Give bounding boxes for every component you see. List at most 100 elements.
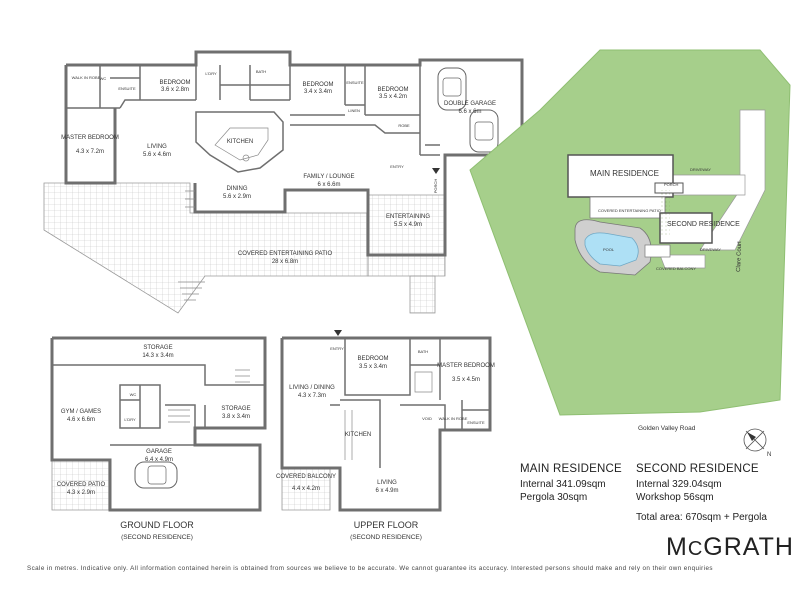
label-bedroom-1: BEDROOM: [159, 80, 190, 86]
brand-logo-rest: GRATH: [703, 533, 794, 561]
site-label-pool: POOL: [603, 247, 615, 252]
label-covered-patio: COVERED PATIO: [57, 482, 106, 488]
label-ensuite-2: ENSUITE: [346, 80, 364, 85]
brand-logo-first: M: [666, 533, 688, 561]
label-bedroom-3-dim: 3.5 x 4.2m: [379, 94, 407, 100]
site-label-second-residence: SECOND RESIDENCE: [667, 221, 740, 228]
site-label-driveway-2: DRIVEWAY: [700, 247, 721, 252]
north-label: N: [767, 452, 771, 458]
label-bedroom-3: BEDROOM: [377, 87, 408, 93]
main-residence-summary: MAIN RESIDENCE Internal 341.09sqm Pergol…: [520, 463, 622, 504]
upper-floor-subtitle: (SECOND RESIDENCE): [350, 534, 422, 541]
entry-arrow-icon: [432, 168, 440, 174]
site-plan: MAIN RESIDENCE DRIVEWAY PORCH COVERED EN…: [469, 49, 791, 458]
ground-floor-subtitle: (SECOND RESIDENCE): [121, 534, 193, 541]
label-uf-ensuite: ENSUITE: [467, 420, 485, 425]
main-residence-plan: WALK IN ROBE WC ENSUITE BEDROOM 3.6 x 2.…: [43, 50, 524, 314]
car-icon: [437, 67, 467, 111]
kitchen-sink: [242, 154, 250, 162]
label-living: LIVING: [147, 144, 167, 150]
label-dining: DINING: [227, 186, 248, 192]
upper-floor-title: UPPER FLOOR: [354, 520, 419, 530]
label-uf-bedroom-dim: 3.5 x 3.4m: [359, 364, 387, 370]
label-entertaining-dim: 5.5 x 4.9m: [394, 222, 422, 228]
label-gf-ldry: L'DRY: [124, 417, 136, 422]
label-storage-1-dim: 14.3 x 3.4m: [142, 353, 173, 359]
site-pool: [584, 232, 639, 267]
label-storage-2: STORAGE: [221, 406, 250, 412]
upper-entry-arrow-icon: [334, 330, 342, 336]
site-label-road: Golden Valley Road: [638, 425, 696, 432]
label-entertaining: ENTERTAINING: [386, 214, 430, 220]
second-residence-workshop: Workshop 56sqm: [636, 492, 714, 503]
second-residence-heading: SECOND RESIDENCE: [636, 463, 759, 475]
label-uf-living-dining: LIVING / DINING: [289, 385, 335, 391]
label-family-dim: 6 x 6.6m: [317, 182, 340, 188]
label-double-garage-dim: 6.6 x 6m: [458, 109, 481, 115]
main-residence-heading: MAIN RESIDENCE: [520, 463, 622, 475]
second-residence-summary: SECOND RESIDENCE Internal 329.04sqm Work…: [636, 463, 759, 504]
label-bedroom-2-dim: 3.4 x 3.4m: [304, 89, 332, 95]
label-patio: COVERED ENTERTAINING PATIO: [238, 251, 333, 257]
label-covered-patio-dim: 4.3 x 2.9m: [67, 490, 95, 496]
label-bath: BATH: [256, 69, 266, 74]
label-gf-wc: WC: [130, 392, 137, 397]
north-arrow-icon: N: [743, 428, 771, 458]
car-icon: [134, 461, 178, 489]
ground-floor-title: GROUND FLOOR: [120, 520, 194, 530]
site-label-main-residence: MAIN RESIDENCE: [590, 169, 659, 178]
car-icon: [469, 109, 499, 153]
label-master-bedroom: MASTER BEDROOM: [61, 135, 119, 141]
brand-logo: MCGRATH: [666, 533, 794, 562]
site-label-covered-balcony: COVERED BALCONY: [656, 266, 696, 271]
label-uf-living-dining-dim: 4.3 x 7.3m: [298, 393, 326, 399]
second-residence-internal: Internal 329.04sqm: [636, 479, 722, 490]
covered-patio-area: [43, 182, 369, 314]
label-porch: PORCH: [433, 179, 438, 194]
label-wc: WC: [100, 76, 107, 81]
label-gym: GYM / GAMES: [61, 409, 101, 415]
label-dining-dim: 5.6 x 2.9m: [223, 194, 251, 200]
main-residence-internal: Internal 341.09sqm: [520, 479, 606, 490]
site-label-porch: PORCH: [664, 182, 679, 187]
site-label-street: Clare Court: [736, 241, 743, 272]
label-garage: GARAGE: [146, 449, 172, 455]
label-ldry: L'DRY: [205, 71, 217, 76]
label-garage-dim: 6.4 x 4.9m: [145, 457, 173, 463]
ground-floor-plan: STORAGE 14.3 x 3.4m WC GYM / GAMES 4.6 x…: [50, 336, 267, 541]
kitchen-island: [195, 111, 284, 173]
label-ensuite: ENSUITE: [118, 86, 136, 91]
label-kitchen: KITCHEN: [227, 139, 253, 145]
label-uf-master-bedroom-dim: 3.5 x 4.5m: [452, 377, 480, 383]
site-label-covered-patio: COVERED ENTERTAINING PATIO: [598, 208, 661, 213]
label-walk-in-robe: WALK IN ROBE: [72, 75, 101, 80]
label-bedroom-1-dim: 3.6 x 2.8m: [161, 87, 189, 93]
brand-logo-small: C: [687, 538, 704, 560]
label-linen: LINEN: [348, 108, 360, 113]
patio-east-area: [367, 194, 446, 277]
label-uf-bath: BATH: [418, 349, 428, 354]
site-label-driveway-1: DRIVEWAY: [690, 167, 711, 172]
disclaimer-text: Scale in metres. Indicative only. All in…: [27, 565, 713, 572]
main-residence-pergola: Pergola 30sqm: [520, 492, 588, 503]
label-living-dim: 5.6 x 4.6m: [143, 152, 171, 158]
label-double-garage: DOUBLE GARAGE: [444, 101, 496, 107]
label-uf-kitchen: KITCHEN: [345, 432, 371, 438]
label-robe: ROBE: [398, 123, 410, 128]
label-bedroom-2: BEDROOM: [302, 82, 333, 88]
label-uf-bedroom: BEDROOM: [357, 356, 388, 362]
label-uf-living: LIVING: [377, 480, 397, 486]
total-area: Total area: 670sqm + Pergola: [636, 512, 767, 523]
label-uf-walk-in-robe: WALK IN ROBE: [439, 416, 468, 421]
label-uf-master-bedroom: MASTER BEDROOM: [437, 363, 495, 369]
label-entry: ENTRY: [390, 164, 404, 169]
label-uf-living-dim: 6 x 4.9m: [375, 488, 398, 494]
label-uf-covered-balcony: COVERED BALCONY: [276, 474, 336, 480]
label-gym-dim: 4.6 x 6.6m: [67, 417, 95, 423]
label-storage-1: STORAGE: [143, 345, 172, 351]
label-patio-dim: 28 x 6.8m: [272, 259, 298, 265]
label-storage-2-dim: 3.8 x 3.4m: [222, 414, 250, 420]
label-master-bedroom-dim: 4.3 x 7.2m: [76, 149, 104, 155]
patio-steps: [409, 275, 436, 314]
